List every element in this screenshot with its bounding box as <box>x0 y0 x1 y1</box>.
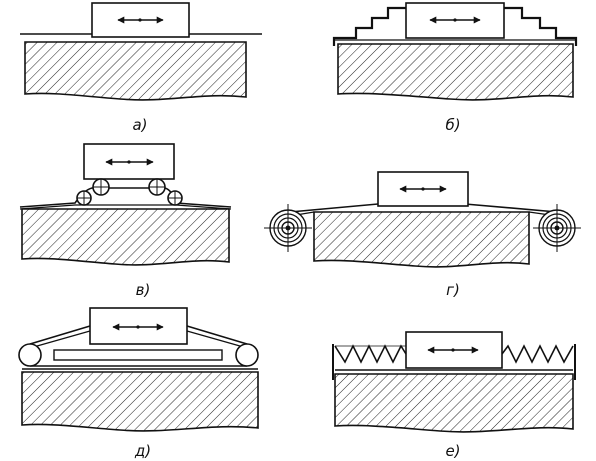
panel-label-e: е) <box>445 442 460 460</box>
panel-label-b: б) <box>445 116 460 134</box>
telescopic-cover-right <box>504 6 578 46</box>
panel-d: д) <box>18 307 259 460</box>
panel-b: б) <box>332 2 578 134</box>
panel-label-d: д) <box>134 442 151 460</box>
cover-band <box>19 187 232 208</box>
bellows-cover-left <box>334 344 407 364</box>
guideway-base <box>24 41 247 101</box>
bellows-cover-right <box>501 344 574 364</box>
support-roller <box>76 190 92 206</box>
panel-label-a: а) <box>132 116 147 134</box>
panel-label-g: г) <box>446 281 460 299</box>
carriage <box>405 2 505 39</box>
endless-belt <box>29 325 248 367</box>
guideway-base <box>334 373 574 433</box>
panel-a: а) <box>20 2 262 134</box>
guideway-base <box>313 211 530 268</box>
telescopic-cover-left <box>332 6 406 46</box>
panel-e: е) <box>332 331 576 460</box>
guideway-base <box>337 43 574 101</box>
panel-label-v: в) <box>136 281 151 299</box>
panel-v: в) <box>19 143 232 299</box>
winding-drum-left <box>264 204 312 252</box>
belt-pulley-right <box>235 343 259 367</box>
belt-pulley-left <box>18 343 42 367</box>
guide-roller <box>148 178 166 196</box>
support-roller <box>167 190 183 206</box>
tension-bar <box>53 349 223 361</box>
guide-roller <box>92 178 110 196</box>
panel-g: г) <box>264 171 581 299</box>
guideway-base <box>21 208 230 266</box>
winding-drum-right <box>533 204 581 252</box>
guideway-base <box>21 371 259 432</box>
